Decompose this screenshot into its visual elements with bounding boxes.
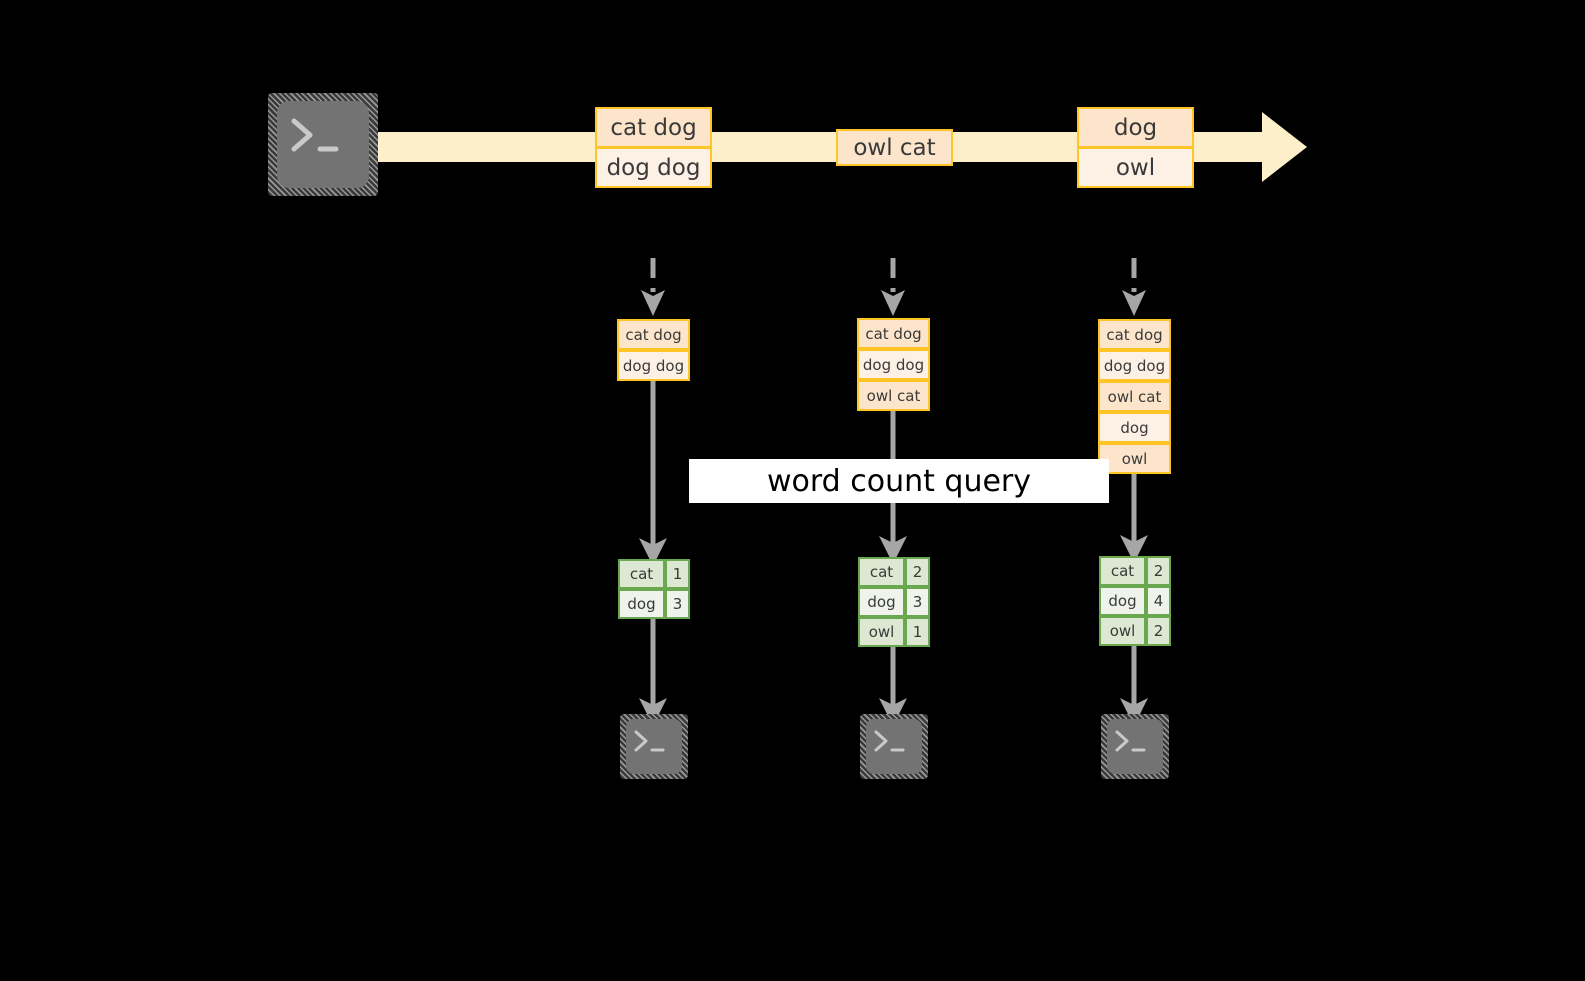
- snapshot-3-state-row-1: cat dog: [1098, 319, 1171, 350]
- stream-record-3-line-1: dog: [1077, 107, 1194, 148]
- snapshot-3-result-row-2-word: dog: [1099, 586, 1146, 616]
- snapshot-3-result-row-3-word: owl: [1099, 616, 1146, 646]
- snapshot-3-result-row-3-count: 2: [1146, 616, 1171, 646]
- terminal-prompt-icon: [1115, 730, 1146, 752]
- stream-record-1-line-2: dog dog: [595, 147, 712, 188]
- snapshot-1-result-row-1-count: 1: [665, 559, 690, 589]
- terminal-body: [1107, 719, 1163, 774]
- snapshot-3-state-row-2: dog dog: [1098, 350, 1171, 381]
- snapshot-1-sink-terminal-icon: [620, 714, 688, 779]
- snapshot-2-result-row-2-word: dog: [858, 587, 905, 617]
- snapshot-1-state-row-2: dog dog: [617, 350, 690, 381]
- stream-record-2-line-1: owl cat: [836, 129, 953, 166]
- snapshot-1-state-row-1: cat dog: [617, 319, 690, 350]
- snapshot-2-result-row-2-count: 3: [905, 587, 930, 617]
- snapshot-2-result-row-3-word: owl: [858, 617, 905, 647]
- terminal-prompt-icon: [291, 118, 339, 152]
- snapshot-2-state-row-3: owl cat: [857, 380, 930, 411]
- terminal-prompt-icon: [634, 730, 665, 752]
- snapshot-2-result-row-1-count: 2: [905, 557, 930, 587]
- snapshot-3-state-row-5: owl: [1098, 443, 1171, 474]
- snapshot-1-result-row-1-word: cat: [618, 559, 665, 589]
- terminal-body: [866, 719, 922, 774]
- snapshot-3-state-row-4: dog: [1098, 412, 1171, 443]
- snapshot-2-result-row-3-count: 1: [905, 617, 930, 647]
- snapshot-3-state-row-3: owl cat: [1098, 381, 1171, 412]
- snapshot-2-sink-terminal-icon: [860, 714, 928, 779]
- snapshot-3-result-row-1-word: cat: [1099, 556, 1146, 586]
- query-label: word count query: [689, 459, 1109, 503]
- terminal-prompt-icon: [874, 730, 905, 752]
- terminal-body: [277, 101, 369, 188]
- snapshot-3-sink-terminal-icon: [1101, 714, 1169, 779]
- stream-record-3-line-2: owl: [1077, 147, 1194, 188]
- snapshot-1-result-row-2-word: dog: [618, 589, 665, 619]
- snapshot-3-result-row-2-count: 4: [1146, 586, 1171, 616]
- snapshot-2-state-row-1: cat dog: [857, 318, 930, 349]
- stream-record-1-line-1: cat dog: [595, 107, 712, 148]
- snapshot-1-result-row-2-count: 3: [665, 589, 690, 619]
- source-terminal-icon: [268, 93, 378, 196]
- terminal-body: [626, 719, 682, 774]
- snapshot-2-state-row-2: dog dog: [857, 349, 930, 380]
- snapshot-2-result-row-1-word: cat: [858, 557, 905, 587]
- snapshot-3-result-row-1-count: 2: [1146, 556, 1171, 586]
